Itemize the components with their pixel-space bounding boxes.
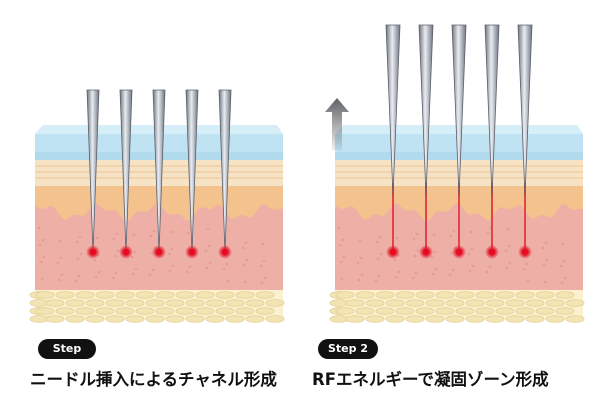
needle-icon [484,24,500,196]
step1-badge: Step 1 [38,339,96,375]
needle-icon [418,24,434,196]
step2-diagram [325,24,585,323]
step2-badge: Step 2 [318,339,378,359]
step1-diagram [29,89,285,323]
up-arrow-icon [325,98,349,150]
needle-icon [517,24,533,196]
step2-caption: RFエネルギーで凝固ゾーン形成 [312,370,549,389]
needle-icon [86,89,100,253]
needle-icon [185,89,199,253]
needle-icon [385,24,401,196]
needle-icon [218,89,232,253]
needle-icon [152,89,166,253]
needle-icon [119,89,133,253]
needle-icon [451,24,467,196]
step1-caption: ニードル挿入によるチャネル形成 [30,370,277,389]
